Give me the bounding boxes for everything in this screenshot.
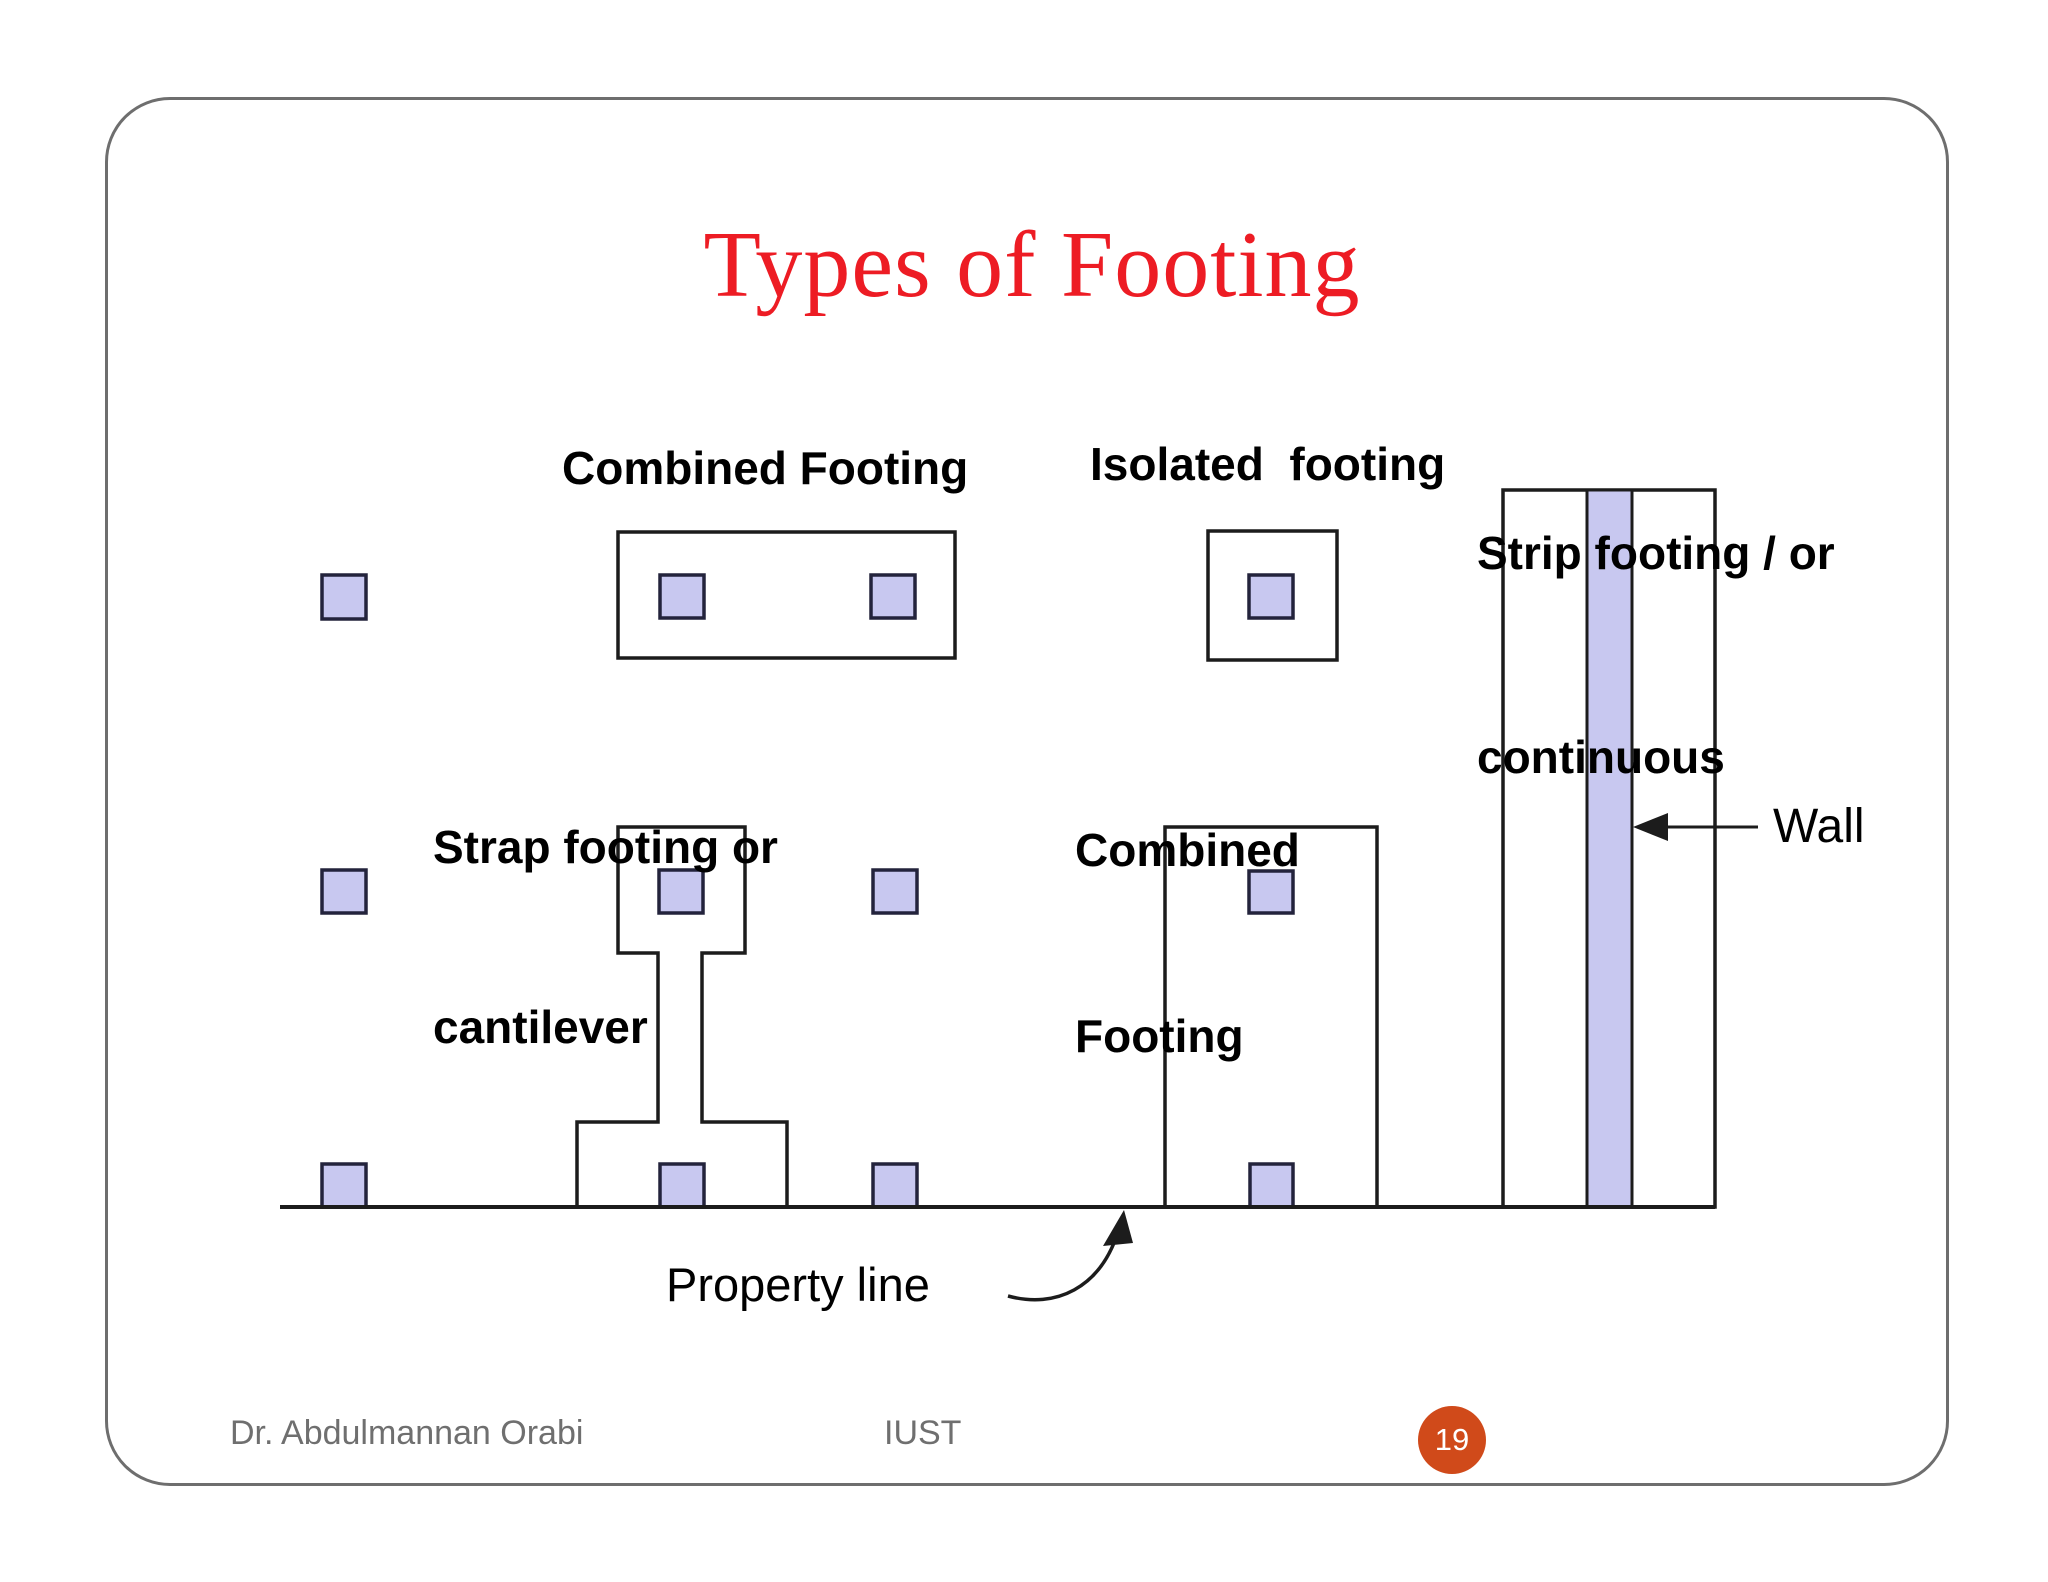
- column-square: [320, 1162, 368, 1209]
- property-line-arrow-shaft: [1007, 1231, 1120, 1302]
- label-strap-footing: Strap footing or cantilever: [433, 697, 778, 1117]
- column-square: [1247, 573, 1295, 620]
- column-square: [1248, 1162, 1295, 1209]
- page-number-badge: 19: [1418, 1406, 1486, 1474]
- column-square: [871, 868, 919, 915]
- column-square: [320, 868, 368, 915]
- column-square: [658, 1162, 706, 1209]
- column-square: [1247, 869, 1295, 915]
- label-strap-footing-line2: cantilever: [433, 1001, 648, 1053]
- column-square: [658, 573, 706, 620]
- column-square: [869, 573, 917, 620]
- footer-institution: IUST: [884, 1414, 962, 1452]
- page-title: Types of Footing: [703, 212, 1361, 317]
- footer-author: Dr. Abdulmannan Orabi: [230, 1414, 584, 1452]
- label-combined-footing-bottom-line1: Combined: [1075, 824, 1300, 876]
- label-strip-footing-line1: Strip footing / or: [1477, 527, 1835, 579]
- label-strip-footing-line2: continuous: [1477, 731, 1725, 783]
- label-wall: Wall: [1773, 800, 1865, 853]
- label-combined-footing-top: Combined Footing: [562, 442, 969, 494]
- column-square: [871, 1162, 919, 1209]
- wall-strip: [1585, 488, 1634, 1209]
- label-strip-footing: Strip footing / or continuous: [1477, 383, 1835, 859]
- wall-arrowhead-icon: [1633, 813, 1668, 841]
- label-isolated-footing: Isolated footing: [1090, 438, 1446, 490]
- page-number: 19: [1434, 1422, 1470, 1457]
- property-line-arrowhead-icon: [1103, 1210, 1133, 1246]
- label-combined-footing-bottom: Combined Footing: [1075, 695, 1300, 1129]
- label-combined-footing-bottom-line2: Footing: [1075, 1010, 1244, 1062]
- label-property-line: Property line: [666, 1258, 930, 1311]
- column-square: [320, 573, 368, 621]
- label-strap-footing-line1: Strap footing or: [433, 821, 778, 873]
- column-square: [657, 868, 705, 915]
